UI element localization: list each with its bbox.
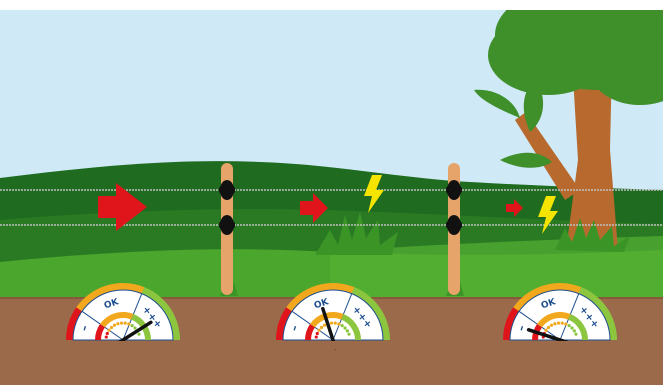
gauge-scale-dot <box>110 326 113 329</box>
gauge-scale-dot <box>105 335 108 338</box>
gauge-scale-dot <box>113 324 116 327</box>
gauge-scale-dot <box>568 324 571 327</box>
gauge-scale-dot <box>317 329 320 332</box>
gauge-scale-dot <box>315 335 318 338</box>
gauge-scale-dot <box>320 326 323 329</box>
gauge-scale-dot <box>573 329 576 332</box>
gauge-scale-dot <box>120 321 123 324</box>
gauge-scale-dot <box>570 326 573 329</box>
gauge-scale-dot <box>347 333 350 336</box>
gauge-scale-dot <box>574 333 577 336</box>
gauge-scale-dot <box>346 329 349 332</box>
gauge-scale-dot <box>547 326 550 329</box>
gauge-scale-dot <box>106 332 109 335</box>
gauge-scale-dot <box>127 322 130 325</box>
gauge-base-soil <box>498 341 622 349</box>
gauge-scale-dot <box>137 333 140 336</box>
gauge-scale-dot <box>337 322 340 325</box>
gauge-base-soil <box>271 341 395 349</box>
gauge-scale-dot <box>316 332 319 335</box>
gauge-scale-dot <box>544 329 547 332</box>
gauge-scale-dot <box>557 321 560 324</box>
gauge-scale-dot <box>107 329 110 332</box>
gauge-scale-dot <box>561 322 564 325</box>
gauge-scale-dot <box>343 326 346 329</box>
gauge-scale-dot <box>133 326 136 329</box>
gauge-scale-dot <box>124 322 127 325</box>
gauge-scale-dot <box>323 324 326 327</box>
gauge-scale-dot <box>334 322 337 325</box>
gauge-scale-dot <box>341 324 344 327</box>
gauge-scale-dot <box>330 321 333 324</box>
gauge-scale-dot <box>131 324 134 327</box>
gauge-scale-dot <box>116 322 119 325</box>
gauge-scale-dot <box>550 324 553 327</box>
gauge-scale-dot <box>553 322 556 325</box>
gauge-scale-dot <box>564 322 567 325</box>
gauge-base-soil <box>61 341 185 349</box>
